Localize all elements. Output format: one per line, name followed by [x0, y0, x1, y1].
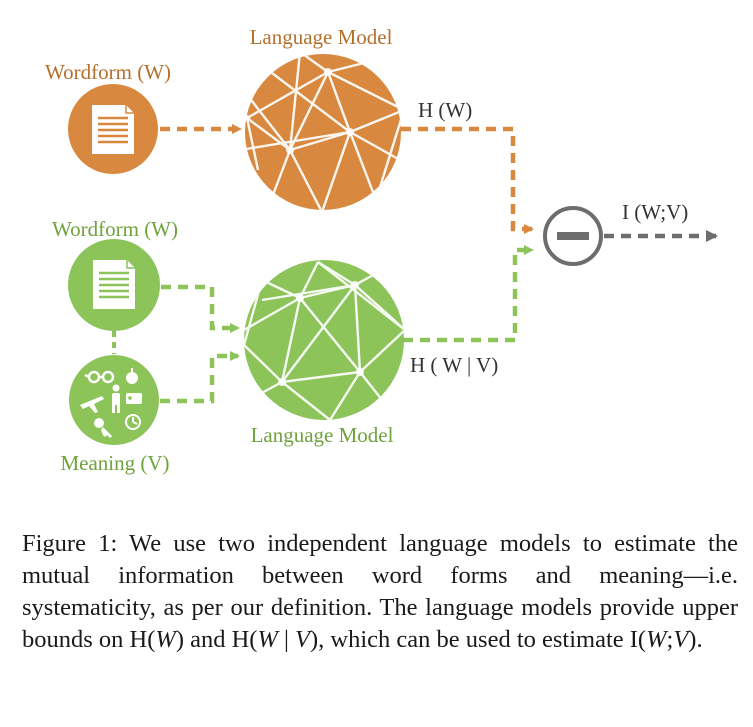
orange-connectors [160, 124, 534, 234]
bottom-wordform-node [68, 239, 160, 331]
caption-text: ) and H( [175, 626, 258, 653]
caption-math-semicolon: ; [666, 626, 674, 653]
green-output-connector [403, 245, 534, 343]
meaning-node [69, 355, 159, 445]
airplane-icon [80, 396, 104, 413]
top-wordform-node [68, 84, 158, 174]
caption-math-w: W [257, 626, 278, 653]
h-w-given-v-label: H ( W | V) [410, 353, 498, 377]
top-language-model [244, 54, 401, 210]
h-w-label: H (W) [418, 98, 472, 122]
caption-math-w: W [155, 626, 176, 653]
green-input-connectors [160, 284, 240, 404]
figure-caption: Figure 1: We use two independent languag… [22, 528, 738, 656]
apple-icon [126, 368, 138, 384]
top-model-label: Language Model [250, 25, 393, 49]
glasses-icon [84, 370, 115, 384]
caption-math-v: V [295, 626, 310, 653]
person-icon [112, 384, 120, 413]
caption-text: ). [688, 626, 703, 653]
caption-math-bar: | [277, 626, 296, 653]
key-icon [94, 418, 112, 438]
tag-icon [126, 393, 142, 404]
caption-math-v: V [673, 626, 689, 653]
clock-icon [125, 414, 141, 430]
bottom-model-label: Language Model [251, 423, 394, 447]
bottom-language-model [244, 260, 404, 420]
figure-diagram: Language Model Wordform (W) H (W) Wordfo… [45, 25, 718, 475]
caption-math-w: W [646, 626, 667, 653]
top-wordform-label: Wordform (W) [45, 60, 171, 84]
minus-icon [557, 232, 589, 240]
subtraction-node [543, 206, 603, 266]
caption-text: ), which can be used to estimate I( [310, 626, 647, 653]
bottom-wordform-label: Wordform (W) [52, 217, 178, 241]
document-icon [92, 105, 134, 154]
meaning-label: Meaning (V) [60, 451, 169, 475]
mi-label: I (W;V) [622, 200, 688, 224]
document-icon [93, 260, 135, 309]
caption-text: Figure 1: We use two independent languag… [22, 530, 738, 653]
